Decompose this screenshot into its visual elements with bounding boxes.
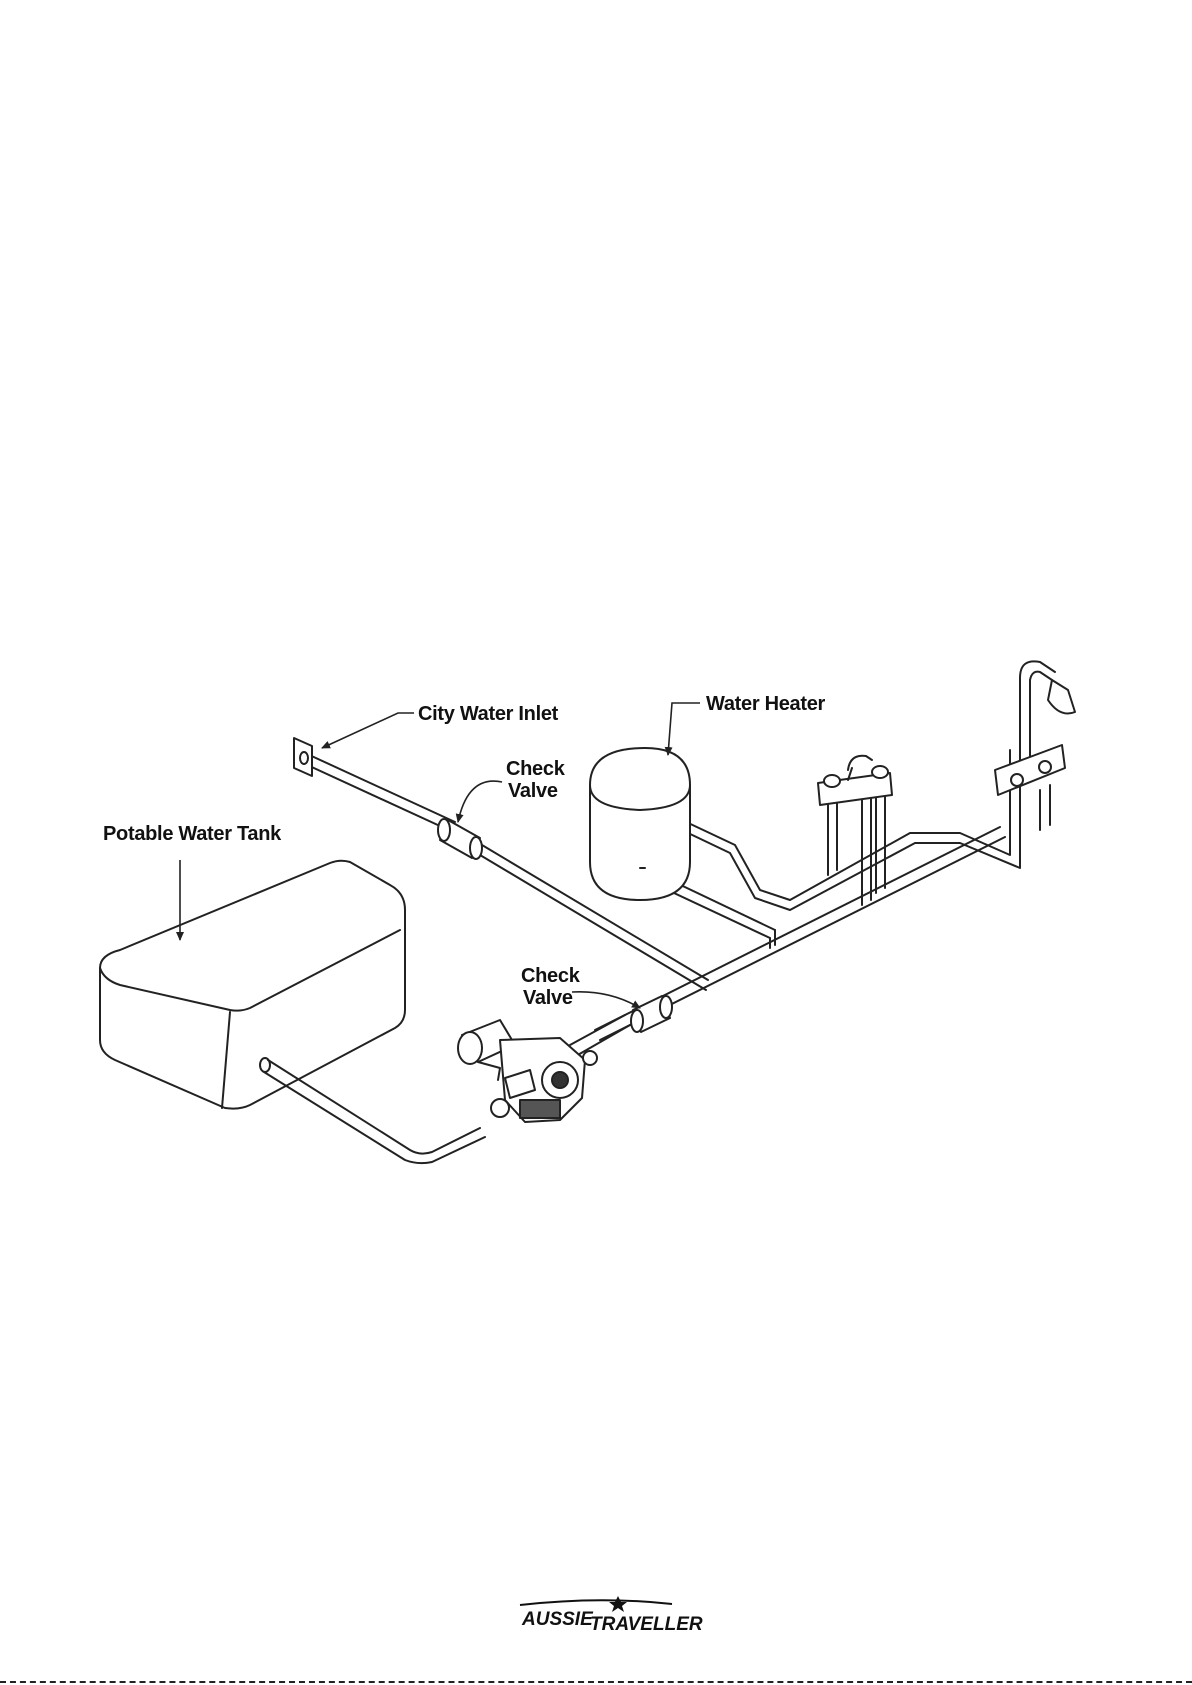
- potable-water-tank: [100, 861, 405, 1109]
- water-heater-tank: [590, 748, 690, 900]
- logo-star-icon: [609, 1596, 627, 1612]
- label-check-valve-upper-line1: Check: [506, 758, 566, 780]
- water-pump: [458, 1020, 597, 1122]
- label-city-water-inlet: City Water Inlet: [418, 703, 559, 725]
- upper-check-valve: [438, 819, 482, 859]
- city-water-inlet-plate: [294, 738, 312, 776]
- sink-faucet: [818, 756, 892, 805]
- logo-text-traveller: TRAVELLER: [590, 1614, 703, 1635]
- label-potable-water-tank: Potable Water Tank: [103, 823, 282, 845]
- label-water-heater: Water Heater: [706, 693, 826, 715]
- lower-check-valve: [631, 996, 672, 1032]
- leader-check-valve-lower: [572, 992, 640, 1008]
- shower-head: [1048, 680, 1075, 714]
- aussie-traveller-logo: AUSSIE TRAVELLER: [520, 1596, 703, 1635]
- label-check-valve-lower-line2: Valve: [523, 987, 573, 1009]
- label-check-valve-lower-line1: Check: [521, 965, 581, 987]
- footer-rule: [0, 1681, 1192, 1683]
- label-check-valve-upper-line2: Valve: [508, 780, 558, 802]
- leader-city-water-inlet: [322, 713, 414, 748]
- leader-water-heater: [668, 703, 700, 755]
- hot-pipe: [665, 750, 1020, 910]
- leader-check-valve-upper: [458, 781, 502, 822]
- logo-text-aussie: AUSSIE: [521, 1609, 594, 1630]
